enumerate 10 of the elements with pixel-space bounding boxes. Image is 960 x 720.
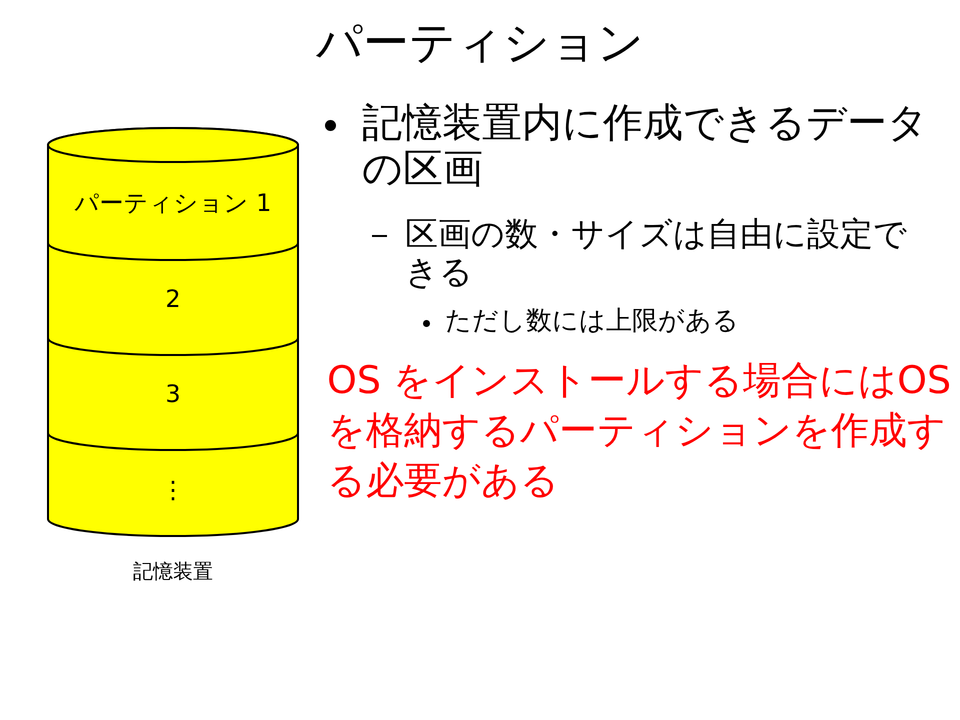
note-text: OS をインストールする場合にはOSを格納するパーティションを作成する必要がある [327,357,952,504]
segment-label: 2 [165,285,181,313]
slide-title: パーティション [315,14,645,71]
bullet-text: ただし数には上限がある [445,305,740,337]
bullet-text: 記憶装置内に作成できるデータの区画 [362,100,929,192]
segment-label: 3 [165,380,181,408]
node-label: 記憶装置 [132,558,214,584]
segment-label: パーティション 1 [74,188,272,218]
segment-label: ⋮ [161,476,185,504]
bullet-text: 区画の数・サイズは自由に設定できる [405,215,908,291]
